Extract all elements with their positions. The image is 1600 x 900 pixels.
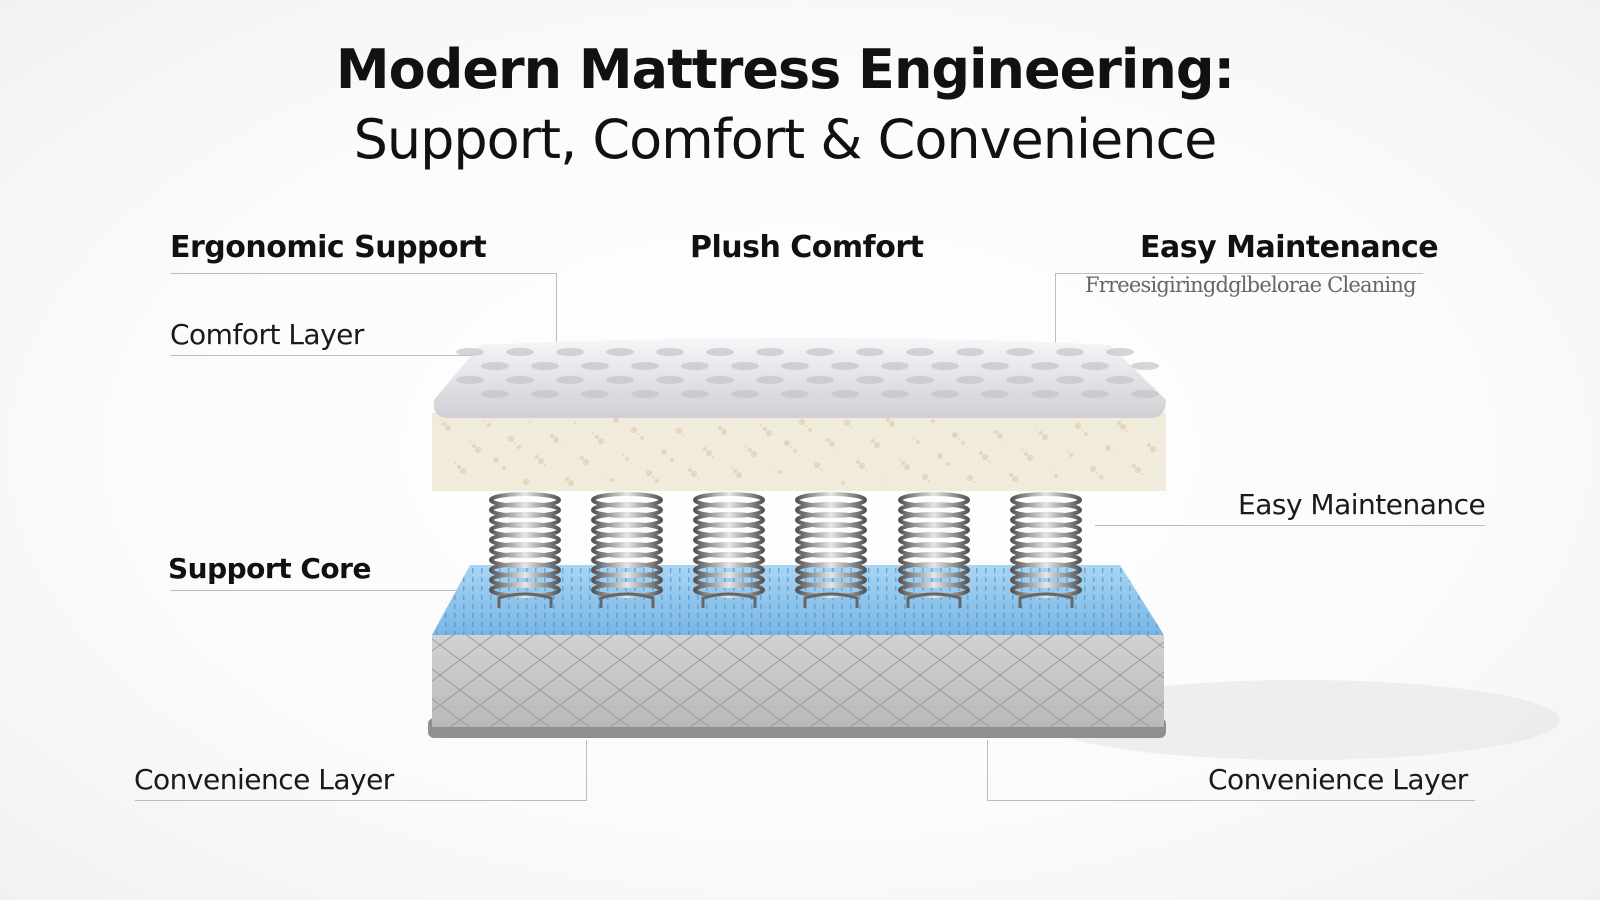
- callout-line: [135, 800, 587, 801]
- callout-line: [170, 273, 557, 274]
- label-easy-maintenance: Easy Maintenance: [1238, 488, 1486, 521]
- spring-foot: [497, 592, 553, 608]
- callout-line: [1095, 525, 1485, 526]
- quilted-top-layer: [433, 337, 1166, 418]
- spring-coil: [693, 582, 765, 598]
- callout-line: [170, 355, 510, 356]
- label-comfort-layer: Comfort Layer: [170, 318, 364, 351]
- callout-line: [987, 740, 988, 800]
- spring-coils: [489, 492, 1082, 608]
- title-line-2: Support, Comfort & Convenience: [353, 108, 1218, 171]
- callout-line: [1055, 273, 1056, 358]
- title-line-1: Modern Mattress Engineering:: [335, 38, 1235, 101]
- heading-plush-comfort: Plush Comfort: [690, 230, 924, 265]
- heading-ergonomic-support: Ergonomic Support: [170, 230, 487, 265]
- label-convenience-right: Convenience Layer: [1208, 763, 1468, 796]
- spring-coil: [898, 582, 970, 598]
- heading-easy-maintenance: Easy Maintenance: [1140, 230, 1439, 265]
- shadow: [1040, 680, 1560, 760]
- callout-line: [556, 273, 557, 353]
- spring-coil: [489, 582, 561, 598]
- spring-coil: [591, 582, 663, 598]
- spring-foot: [803, 592, 859, 608]
- comfort-foam-layer: [432, 413, 1166, 491]
- spring-foot: [906, 592, 962, 608]
- callout-line: [987, 800, 1475, 801]
- label-support-core: Support Core: [168, 552, 371, 585]
- callout-line: [170, 590, 470, 591]
- garbled-subtitle: Frreesigiringdglbelorae Cleaning: [1085, 273, 1417, 297]
- spring-foot: [1018, 592, 1074, 608]
- spring-coil: [795, 582, 867, 598]
- spring-coil: [1010, 582, 1082, 598]
- convenience-base-layer: [428, 635, 1166, 738]
- callout-line: [586, 740, 587, 800]
- spring-foot: [599, 592, 655, 608]
- label-convenience-left: Convenience Layer: [134, 763, 394, 796]
- spring-foot: [701, 592, 757, 608]
- callout-line: [1055, 273, 1423, 274]
